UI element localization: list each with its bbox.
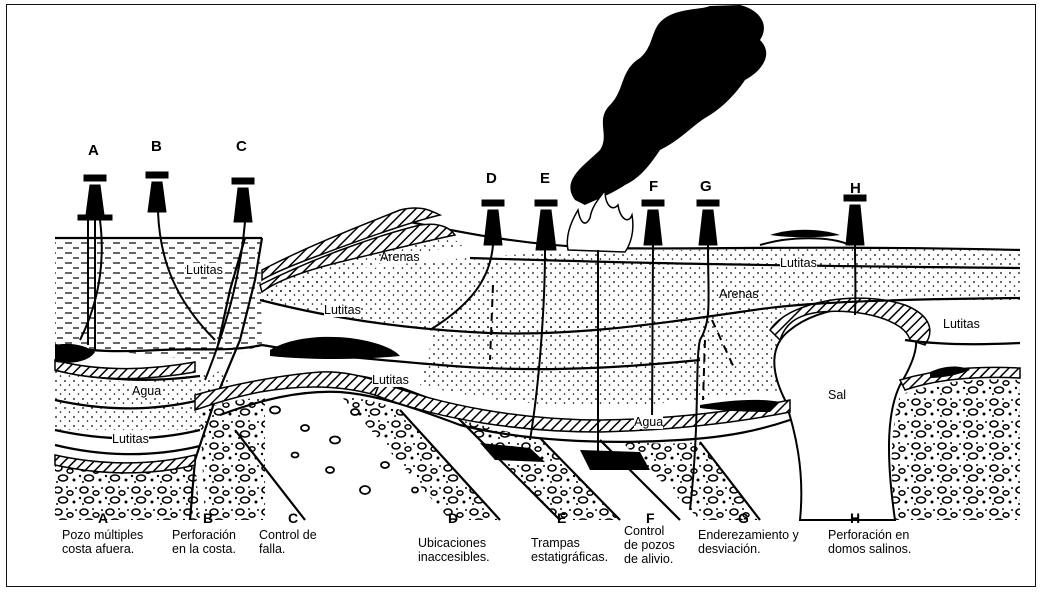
derrick-C [232, 178, 254, 222]
layer-label-lutitas-3: Lutitas [112, 432, 149, 446]
layer-label-lutitas-5: Lutitas [780, 256, 817, 270]
top-letter-D: D [486, 170, 497, 187]
surface-hump [760, 238, 850, 245]
caption-text-C: Control de falla. [259, 528, 317, 556]
caption-text-E: Trampas estatigráficas. [531, 536, 608, 564]
derrick-B [146, 172, 168, 212]
derrick-F [642, 200, 664, 245]
layer-label-agua-2: Agua [634, 415, 663, 429]
caption-letter-D: D [448, 510, 458, 526]
caption-text-F: Control de pozos de alivio. [624, 524, 675, 566]
layer-label-sal: Sal [828, 388, 846, 402]
derrick-G [697, 200, 719, 245]
derrick-E [535, 200, 557, 250]
top-letter-H: H [850, 180, 861, 197]
caption-text-D: Ubicaciones inaccesibles. [418, 536, 490, 564]
top-letter-F: F [649, 178, 658, 195]
smoke-plume [570, 5, 766, 205]
derrick-A [78, 175, 112, 220]
top-letter-E: E [540, 170, 550, 187]
caption-letter-G: G [738, 510, 749, 526]
layer-label-arenas-2: Arenas [719, 287, 759, 301]
caption-letter-H: H [850, 510, 860, 526]
top-letter-C: C [236, 138, 247, 155]
caption-letter-B: B [203, 510, 213, 526]
gravel-right [892, 379, 1020, 520]
top-letter-A: A [88, 142, 99, 159]
derrick-D [482, 200, 504, 245]
caption-text-G: Enderezamiento y desviación. [698, 528, 799, 556]
top-letter-B: B [151, 138, 162, 155]
right-sand-layer [420, 305, 790, 406]
top-letter-G: G [700, 178, 712, 195]
layer-label-lutitas-2: Lutitas [324, 303, 361, 317]
caption-letter-C: C [288, 510, 298, 526]
layer-label-lutitas-6: Lutitas [943, 317, 980, 331]
caption-text-A: Pozo múltiples costa afuera. [62, 528, 143, 556]
layer-label-arenas-1: Arenas [380, 250, 420, 264]
layer-label-lutitas-4: Lutitas [372, 373, 409, 387]
layer-label-agua-1: Agua [132, 384, 161, 398]
layer-label-lutitas-1: Lutitas [186, 263, 223, 277]
caption-letter-E: E [557, 510, 566, 526]
derrick-H [844, 195, 866, 245]
caption-letter-A: A [98, 510, 108, 526]
caption-text-H: Perforación en domos salinos. [828, 528, 911, 556]
caption-text-B: Perforación en la costa. [172, 528, 236, 556]
